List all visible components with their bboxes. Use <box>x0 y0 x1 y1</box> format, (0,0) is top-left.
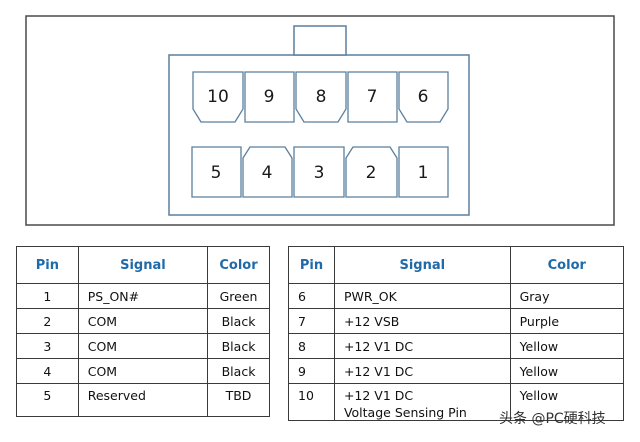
pin-signal: Reserved <box>77 383 209 417</box>
wire-color: Yellow <box>509 358 625 384</box>
pin-signal: +12 V1 DC Voltage Sensing Pin <box>333 383 511 421</box>
connector-diagram: 10 9 8 7 6 5 4 3 2 1 <box>25 15 615 226</box>
table-header-row: Pin Signal Color <box>288 246 625 284</box>
pin-number: 4 <box>16 358 79 384</box>
wire-color: Black <box>207 358 270 384</box>
table-row: 8 +12 V1 DC Yellow <box>288 333 625 359</box>
wire-color: Yellow <box>509 333 625 359</box>
pin-signal-text: +12 V1 DC <box>343 388 414 403</box>
pin-signal: PS_ON# <box>77 283 209 309</box>
wire-color: Green <box>207 283 270 309</box>
wire-color: TBD <box>207 383 270 417</box>
wire-color: Yellow <box>509 383 625 421</box>
pin-label-9: 9 <box>264 87 275 107</box>
table-row: 4 COM Black <box>16 358 270 384</box>
wire-color: Gray <box>509 283 625 309</box>
pin-cell-4 <box>242 146 293 198</box>
pin-cell-10 <box>192 71 244 123</box>
pin-signal: +12 VSB <box>333 308 511 334</box>
pin-number: 8 <box>288 333 335 359</box>
pin-cell-7 <box>347 71 398 123</box>
pin-signal: PWR_OK <box>333 283 511 309</box>
pin-number: 6 <box>288 283 335 309</box>
header-color: Color <box>509 246 625 284</box>
wire-color: Black <box>207 308 270 334</box>
header-signal: Signal <box>77 246 209 284</box>
pin-number: 10 <box>288 383 335 421</box>
pin-label-5: 5 <box>211 163 222 183</box>
wire-color: Purple <box>509 308 625 334</box>
pin-label-1: 1 <box>418 163 429 183</box>
pin-cell-5 <box>191 146 242 198</box>
header-pin: Pin <box>16 246 79 284</box>
header-signal: Signal <box>333 246 511 284</box>
pinout-table-left: Pin Signal Color 1 PS_ON# Green 2 COM Bl… <box>16 246 270 417</box>
pin-cell-8 <box>295 71 347 123</box>
pinout-table-right: Pin Signal Color 6 PWR_OK Gray 7 +12 VSB… <box>288 246 625 421</box>
pin-signal: COM <box>77 358 209 384</box>
table-row: 9 +12 V1 DC Yellow <box>288 358 625 384</box>
pin-number: 9 <box>288 358 335 384</box>
pin-number: 2 <box>16 308 79 334</box>
pin-signal: COM <box>77 308 209 334</box>
pin-number: 3 <box>16 333 79 359</box>
pin-number: 5 <box>16 383 79 417</box>
pin-label-3: 3 <box>314 163 325 183</box>
pin-number: 1 <box>16 283 79 309</box>
table-row: 10 +12 V1 DC Voltage Sensing Pin Yellow <box>288 383 625 421</box>
connector-latch <box>293 25 347 56</box>
pin-cell-6 <box>398 71 449 123</box>
pin-cell-2 <box>345 146 398 198</box>
pin-signal: COM <box>77 333 209 359</box>
pin-cell-3 <box>293 146 345 198</box>
pin-signal-note: Voltage Sensing Pin <box>343 405 467 420</box>
pin-label-7: 7 <box>367 87 378 107</box>
table-row: 6 PWR_OK Gray <box>288 283 625 309</box>
table-row: 5 Reserved TBD <box>16 383 270 417</box>
pin-label-10: 10 <box>207 87 229 107</box>
pin-label-8: 8 <box>316 87 327 107</box>
pin-number: 7 <box>288 308 335 334</box>
table-row: 3 COM Black <box>16 333 270 359</box>
table-row: 7 +12 VSB Purple <box>288 308 625 334</box>
pin-label-6: 6 <box>418 87 429 107</box>
header-pin: Pin <box>288 246 335 284</box>
table-header-row: Pin Signal Color <box>16 246 270 284</box>
wire-color: Black <box>207 333 270 359</box>
pin-signal: +12 V1 DC <box>333 333 511 359</box>
header-color: Color <box>207 246 270 284</box>
pin-cell-1 <box>398 146 449 198</box>
table-row: 2 COM Black <box>16 308 270 334</box>
pin-signal: +12 V1 DC <box>333 358 511 384</box>
watermark-text: 头条 @PC硬科技 <box>499 411 606 427</box>
pin-label-4: 4 <box>262 163 273 183</box>
pin-cell-9 <box>244 71 295 123</box>
pin-label-2: 2 <box>366 163 377 183</box>
table-row: 1 PS_ON# Green <box>16 283 270 309</box>
